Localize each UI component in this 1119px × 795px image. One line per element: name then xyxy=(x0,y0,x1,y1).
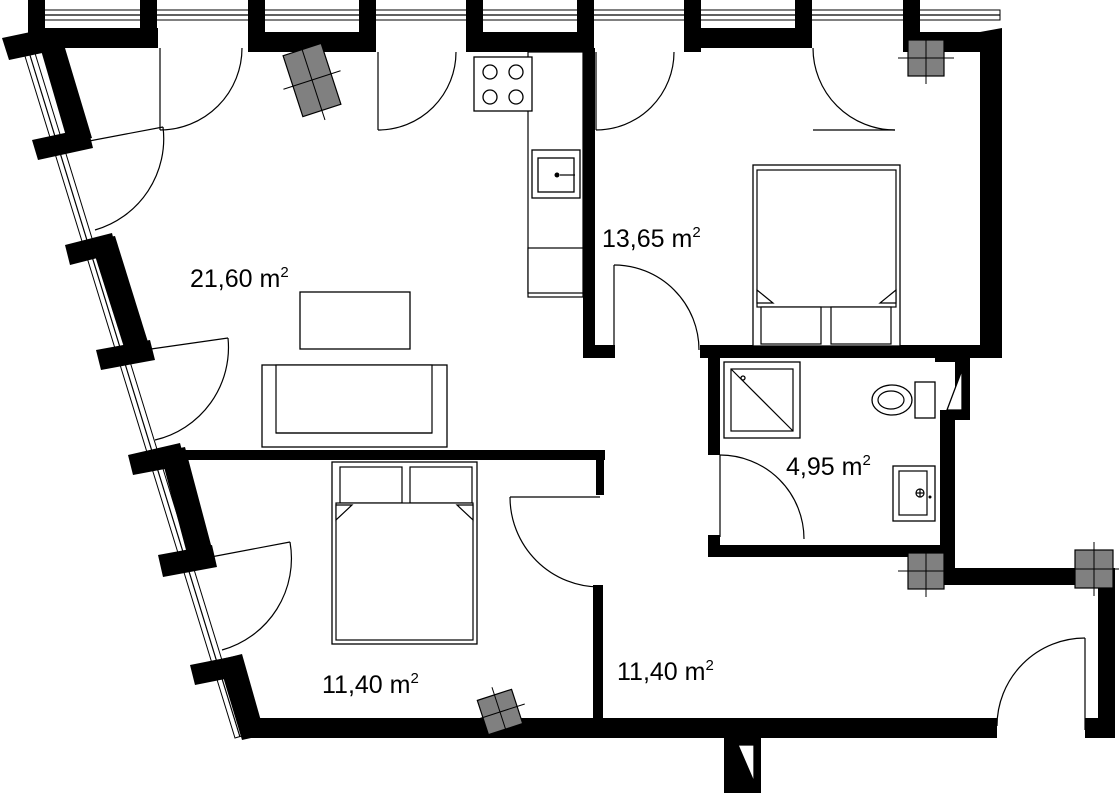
area-label-hall: 11,40 m2 xyxy=(617,657,714,686)
area-label-bathroom: 4,95 m2 xyxy=(786,452,871,481)
kitchen-counter xyxy=(473,51,584,298)
bed-southwest xyxy=(331,461,478,645)
area-label-living: 21,60 m2 xyxy=(190,264,289,293)
living-furniture xyxy=(261,291,448,448)
exterior-wall-left xyxy=(2,30,265,740)
area-label-bedroom-northeast: 13,65 m2 xyxy=(602,224,701,253)
doors xyxy=(67,47,1086,730)
exterior-wall-top xyxy=(28,0,1000,52)
top-window-strip xyxy=(29,9,1001,21)
exterior-wall-bottom xyxy=(242,410,1115,793)
room-labels: 21,60 m2 13,65 m2 4,95 m2 11,40 m2 11,40… xyxy=(190,224,871,699)
ventilation-ducts xyxy=(282,32,1119,737)
bed-northeast xyxy=(752,164,901,347)
bathroom-fixtures xyxy=(723,361,936,522)
exterior-wall-right xyxy=(700,28,1002,358)
area-label-bedroom-southwest: 11,40 m2 xyxy=(322,670,419,699)
